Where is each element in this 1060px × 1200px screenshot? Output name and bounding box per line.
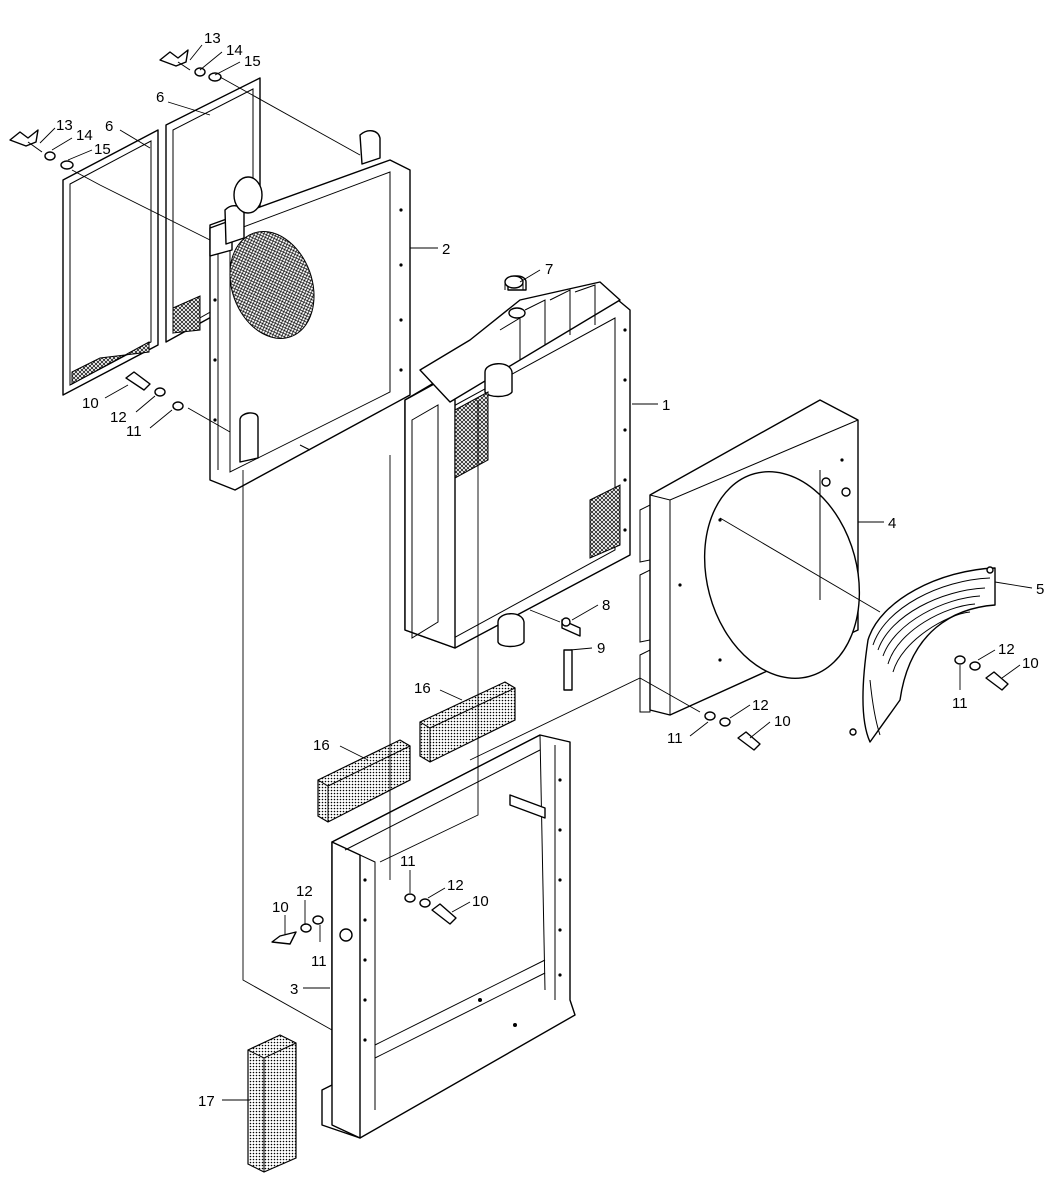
callout-10a: 10 — [82, 395, 99, 412]
part-2-cooler-core — [209, 130, 411, 491]
callout-11c: 11 — [952, 695, 968, 712]
fastener-washer-15a — [208, 72, 222, 82]
callout-12d: 12 — [447, 877, 464, 894]
callout-11d: 11 — [400, 853, 416, 870]
fastener-bolt-10c — [985, 671, 1009, 691]
callout-14a: 14 — [226, 42, 243, 59]
callout-2: 2 — [442, 241, 450, 258]
callout-15a: 15 — [244, 53, 261, 70]
callout-13b: 13 — [56, 117, 73, 134]
callout-12e: 12 — [296, 883, 313, 900]
part-16-foam-lower — [317, 739, 411, 823]
part-8-drain-valve — [561, 617, 581, 637]
fastener-bolt-10b — [737, 731, 761, 751]
fastener-washer-11b — [704, 711, 716, 721]
fastener-washer-12a — [154, 387, 166, 397]
callout-17: 17 — [198, 1093, 215, 1110]
callout-12c: 12 — [998, 641, 1015, 658]
callout-6b: 6 — [105, 118, 113, 135]
callout-11a: 11 — [126, 423, 142, 440]
callout-10e: 10 — [272, 899, 289, 916]
fastener-washer-14a — [194, 67, 206, 77]
part-4-fan-shroud — [639, 399, 861, 716]
callout-4: 4 — [888, 515, 896, 532]
fastener-washer-14b — [44, 151, 56, 161]
callout-10c: 10 — [1022, 655, 1039, 672]
part-1-radiator — [404, 275, 631, 649]
fastener-washer-11e — [312, 915, 324, 925]
part-17-foam-block — [247, 1034, 297, 1173]
callout-11b: 11 — [667, 730, 683, 747]
callout-6a: 6 — [156, 89, 164, 106]
fastener-washer-11a — [172, 401, 184, 411]
callout-16a: 16 — [414, 680, 431, 697]
fastener-wingbolt-13b — [9, 129, 43, 153]
fastener-washer-12b — [719, 717, 731, 727]
callout-14b: 14 — [76, 127, 93, 144]
callout-13a: 13 — [204, 30, 221, 47]
part-9-drain-hose — [563, 649, 573, 691]
part-6-screen-left — [62, 129, 159, 396]
callout-12a: 12 — [110, 409, 127, 426]
fastener-bolt-10d — [431, 903, 457, 925]
fastener-bolt-10a — [125, 371, 151, 391]
fastener-washer-11d — [404, 893, 416, 903]
fastener-bolt-10e — [271, 931, 297, 945]
fastener-washer-15b — [60, 160, 74, 170]
part-5-fan-guard — [849, 566, 996, 743]
fastener-washer-12e — [300, 923, 312, 933]
callout-16b: 16 — [313, 737, 330, 754]
fastener-washer-12c — [969, 661, 981, 671]
callout-1: 1 — [662, 397, 670, 414]
part-16-foam-upper — [419, 681, 516, 763]
fastener-wingbolt-13a — [159, 49, 191, 71]
callouts: 13 14 15 6 13 14 6 15 2 7 1 10 12 11 4 5… — [39, 30, 1044, 1110]
callout-3: 3 — [290, 981, 298, 998]
callout-9: 9 — [597, 640, 605, 657]
fastener-washer-12d — [419, 898, 431, 908]
fastener-washer-11c — [954, 655, 966, 665]
callout-8: 8 — [602, 597, 610, 614]
callout-12b: 12 — [752, 697, 769, 714]
callout-11e: 11 — [311, 953, 327, 970]
callout-15b: 15 — [94, 141, 111, 158]
callout-10d: 10 — [472, 893, 489, 910]
callout-10b: 10 — [774, 713, 791, 730]
callout-5: 5 — [1036, 581, 1044, 598]
part-3-frame — [321, 734, 576, 1139]
assembly-guide-lines — [71, 76, 881, 1031]
part-7-radiator-cap — [504, 275, 524, 290]
callout-7: 7 — [545, 261, 553, 278]
